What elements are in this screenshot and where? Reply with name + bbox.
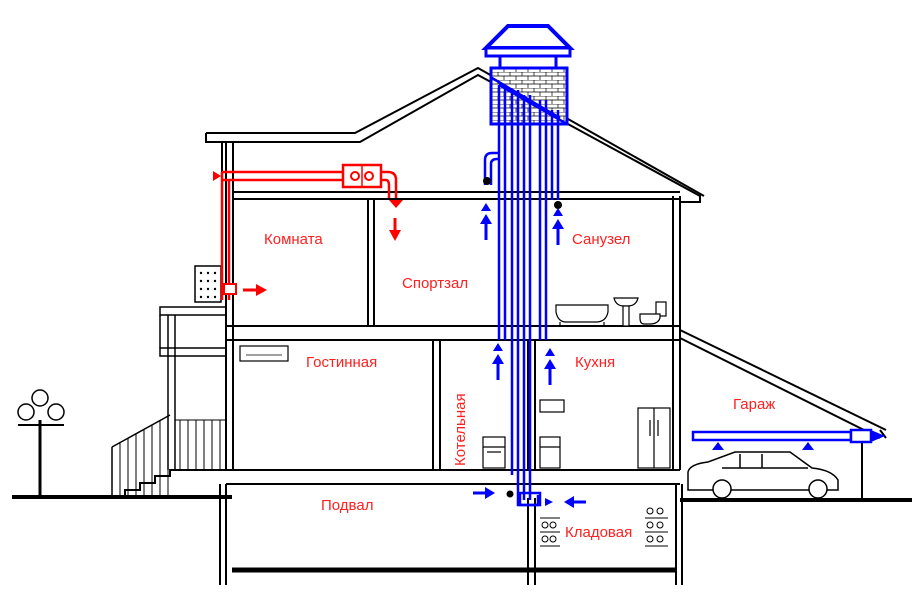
recuperator-icon [341, 163, 383, 189]
exhaust-grilles [483, 177, 562, 498]
room-label-kukhnya: Кухня [575, 354, 616, 371]
house-walls [219, 142, 683, 585]
sink-icon [613, 297, 639, 327]
exhaust-ducts [483, 76, 568, 507]
room-label-komnata: Комната [264, 231, 323, 248]
balcony-and-stairs [111, 306, 227, 497]
room-label-podval: Подвал [321, 497, 374, 514]
wall-unit-icon [239, 345, 289, 362]
ventilation-cap-icon [481, 24, 575, 68]
room-label-garazh: Гараж [733, 396, 776, 413]
room-label-sanuzel: Санузел [572, 231, 631, 248]
room-label-gostinnaya: Гостинная [306, 354, 378, 371]
stove-icon [539, 399, 565, 469]
supply-ducts [220, 170, 398, 300]
car-icon [687, 451, 839, 499]
supply-arrows [213, 171, 403, 296]
refrigerator-icon [637, 407, 671, 469]
ground [12, 495, 912, 573]
exhaust-arrows [473, 203, 586, 508]
boiler-icon [482, 436, 506, 469]
room-label-sportzal: Спортзал [402, 275, 469, 292]
bathtub-icon [555, 304, 609, 326]
room-label-kotelnaya: Котельная [452, 393, 469, 466]
toilet-icon [639, 301, 667, 325]
roof [205, 66, 887, 500]
air-conditioner-icon [194, 265, 222, 303]
street-lamp-icon [17, 389, 65, 497]
garage-duct [691, 428, 885, 450]
storage-shelves [540, 507, 668, 547]
room-label-kladovaya: Кладовая [565, 524, 633, 541]
